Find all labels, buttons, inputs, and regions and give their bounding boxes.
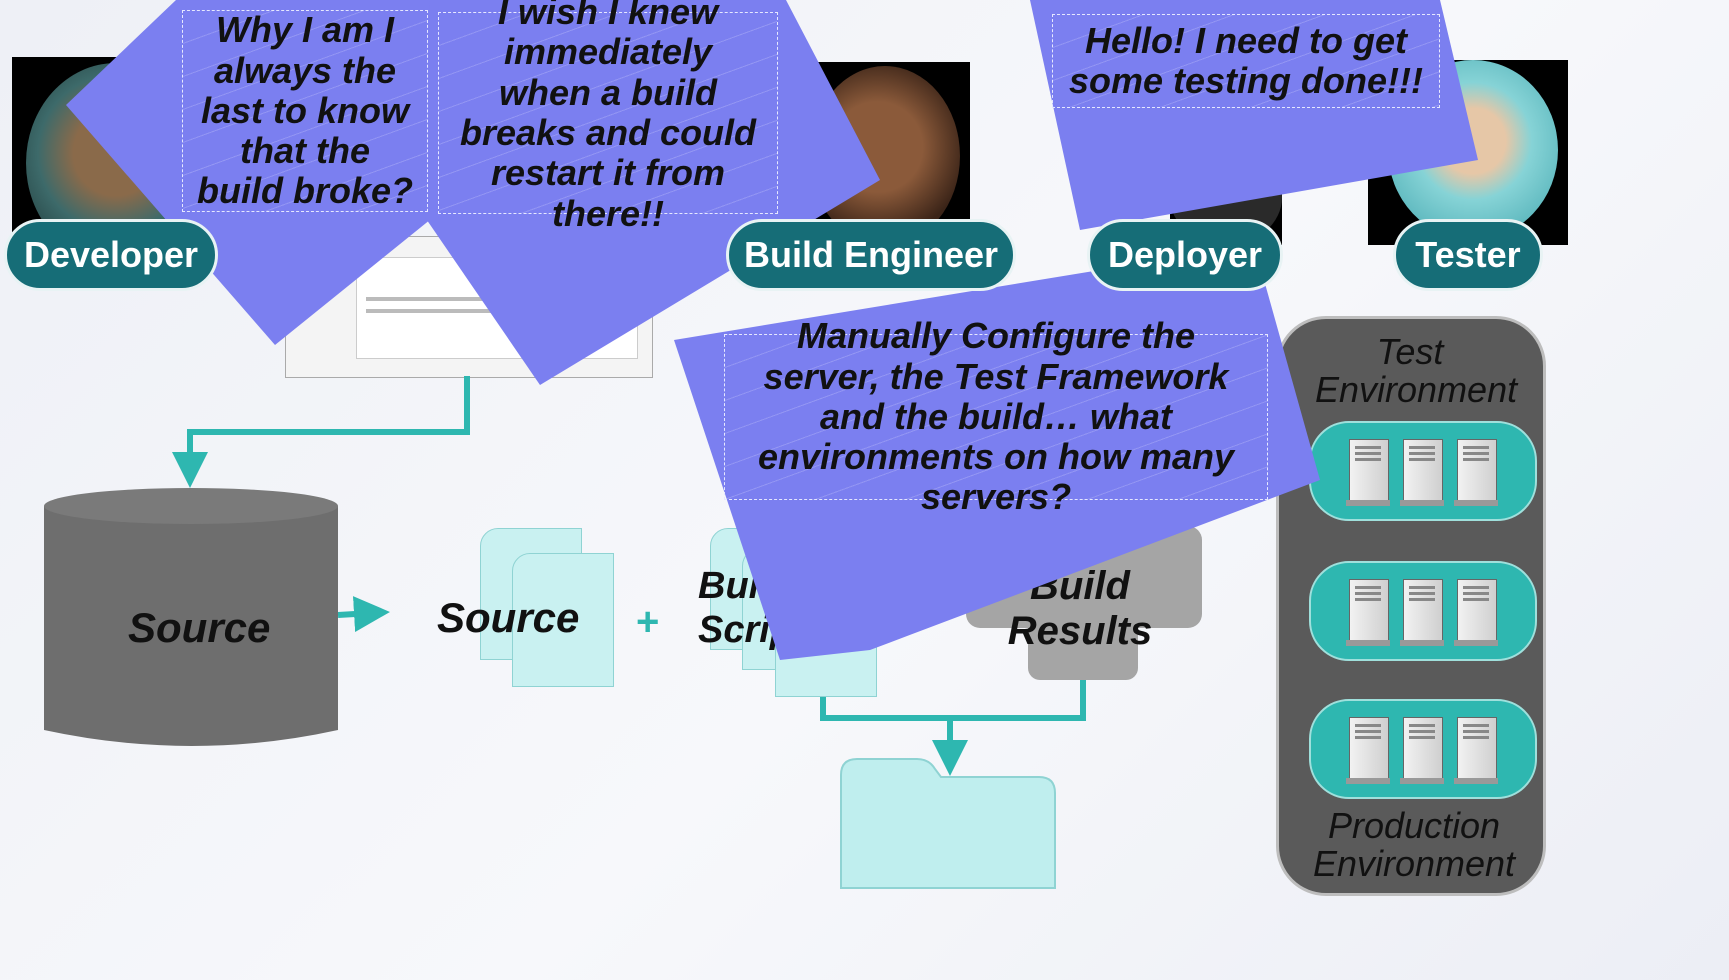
source-files-label: Source — [437, 594, 580, 641]
deployer-bubble-text: Manually Configure the server, the Test … — [757, 315, 1235, 518]
plus-sign: + — [636, 600, 660, 644]
test-environment-label: Test Environment — [1315, 331, 1518, 410]
source-doc-front — [512, 553, 614, 687]
server-icon — [1454, 439, 1498, 506]
server-icon — [1400, 579, 1444, 646]
build-engineer-bubble-text: I wish I knew immediately when a build b… — [459, 0, 757, 234]
server-group-2 — [1309, 561, 1537, 661]
production-environment-label: Production Environment — [1312, 805, 1516, 884]
repository-label: Source — [128, 604, 271, 651]
server-icon — [1400, 717, 1444, 784]
source-repository — [44, 488, 338, 746]
deployer-role-badge: Deployer — [1087, 219, 1283, 291]
server-icon — [1346, 439, 1390, 506]
server-group-1 — [1309, 421, 1537, 521]
server-icon — [1346, 579, 1390, 646]
developer-role-badge: Developer — [4, 219, 218, 291]
tester-role-badge: Tester — [1393, 219, 1543, 291]
build-engineer-role-badge: Build Engineer — [726, 219, 1016, 291]
build-results-label: Build Results — [1007, 564, 1153, 653]
environment-panel: Test Environment Production Environment — [1276, 316, 1546, 896]
server-icon — [1454, 579, 1498, 646]
server-icon — [1400, 439, 1444, 506]
output-folder — [840, 758, 1056, 889]
developer-bubble-text: Why I am I always the last to know that … — [197, 10, 413, 212]
tester-bubble-text: Hello! I need to get some testing done!!… — [1068, 19, 1423, 101]
server-group-3 — [1309, 699, 1537, 799]
server-icon — [1346, 717, 1390, 784]
server-icon — [1454, 717, 1498, 784]
